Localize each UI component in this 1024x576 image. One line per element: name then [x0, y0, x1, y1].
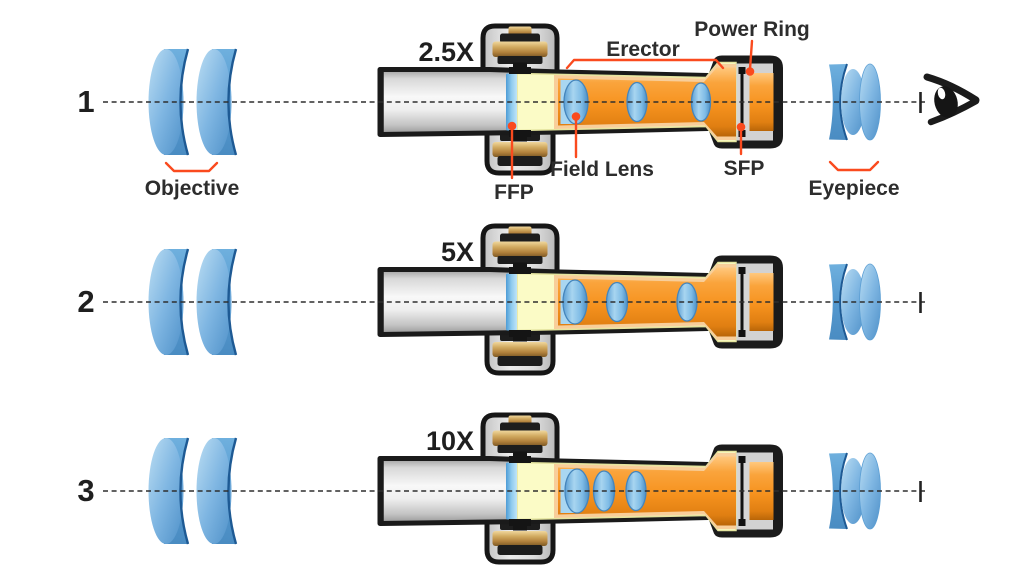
scope-row-3: 3 10X [77, 415, 927, 562]
dot-power-ring [745, 67, 755, 76]
brace-objective [164, 161, 219, 173]
erector-lens [605, 281, 629, 323]
scope-row-1: 1 2.5X [77, 26, 927, 173]
label-objective: Objective [145, 177, 240, 200]
erector-lens [562, 279, 588, 325]
label-ffp: FFP [494, 181, 534, 204]
annotation-dots [507, 67, 755, 132]
scope-row-2: 2 5X [77, 226, 927, 373]
magnification-label: 2.5X [418, 37, 474, 67]
magnification-label: 5X [441, 237, 474, 267]
row-number: 2 [77, 284, 94, 319]
leader-power-ring [748, 39, 754, 71]
label-eyepiece: Eyepiece [808, 177, 899, 200]
dot-ffp [507, 121, 517, 131]
magnification-label: 10X [426, 426, 474, 456]
dot-sfp [736, 122, 746, 132]
annotation-layer [164, 39, 880, 180]
label-field-lens: Field Lens [550, 158, 654, 181]
erector-lens-cell [562, 279, 698, 325]
annotation-labels: Objective FFP Field Lens Erector Power R… [145, 18, 900, 204]
brace-eyepiece [828, 160, 880, 172]
row-number: 1 [77, 84, 94, 119]
row-number: 3 [77, 473, 94, 508]
dot-field-lens [571, 112, 581, 121]
eye-icon [923, 73, 980, 126]
brace-erector [565, 58, 725, 70]
label-erector: Erector [606, 38, 680, 61]
label-power-ring: Power Ring [694, 18, 810, 41]
label-sfp: SFP [724, 157, 765, 180]
